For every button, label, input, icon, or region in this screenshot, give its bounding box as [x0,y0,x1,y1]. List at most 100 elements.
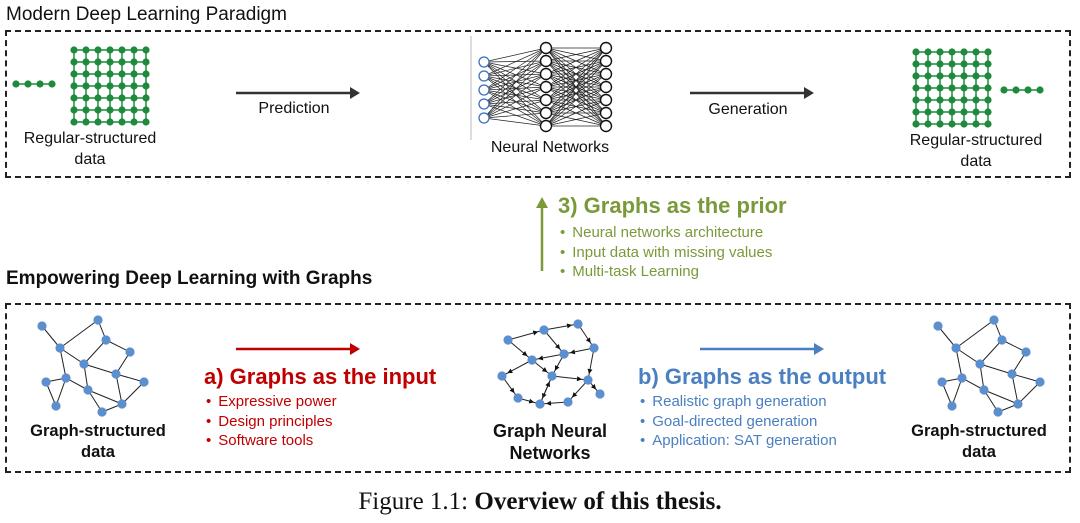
grid-node [130,118,138,126]
graph-edge [951,377,963,407]
grid-node [94,46,102,54]
nn-hidden-node [539,67,553,81]
top-right-label-line1: Regular-structured [909,132,1043,149]
grid-node [972,48,980,56]
grid-node [118,82,126,90]
grid-node [948,120,956,128]
grid-node [984,72,992,80]
grid-node [142,106,150,114]
graph-arrowhead [545,381,550,388]
grid-node [130,46,138,54]
graph-node [957,373,967,383]
nn-edge [545,86,607,127]
graph-arrowhead [585,337,591,344]
grid-node [984,108,992,116]
grid-node [70,94,78,102]
graph-edge [979,339,1003,365]
grid-node [94,70,102,78]
top-left-label-line1: Regular-structured [23,130,157,147]
top-section-title: Modern Deep Learning Paradigm [6,4,287,25]
nn-edge [483,86,547,105]
sequence-node [24,80,32,88]
caption-prefix: Figure 1.1: [358,488,475,515]
graph-node [589,343,599,353]
bottom-right-label-line2: data [962,443,996,461]
nn-output-node [599,67,613,81]
grid-node [960,48,968,56]
grid-node [142,94,150,102]
input-arrow [236,343,360,355]
graph-edge [979,363,1013,375]
grid-node [130,94,138,102]
grid-node [70,70,78,78]
nn-edge [483,117,547,127]
grid-node [130,82,138,90]
grid-node [94,94,102,102]
grid-node [948,108,956,116]
prior-heading: 3) Graphs as the prior [558,193,787,218]
graph-edge [87,389,123,405]
graph-edge [59,319,99,349]
graph-node [993,407,1003,417]
sequence-node [12,80,20,88]
graph-edge [1011,373,1019,405]
graph-node [933,321,943,331]
nn-edge [483,75,547,101]
input-bullet: Expressive power [206,392,336,412]
nn-edge [483,60,547,119]
graph-node [989,315,999,325]
graph-node [1021,347,1031,357]
grid-node [70,118,78,126]
top-left-label-line2: data [74,151,106,168]
grid-node [936,120,944,128]
graph-edge [543,323,579,331]
sequence-node [1000,86,1008,94]
nn-edge [545,73,607,127]
graph-node [535,399,545,409]
nn-edge [483,61,547,127]
grid-node [924,48,932,56]
nn-edge [483,73,547,119]
grid-node [948,96,956,104]
grid-node [118,46,126,54]
graph-node [563,397,573,407]
graph-edge [1011,373,1041,383]
grid-node [106,94,114,102]
graph-edge [539,375,553,405]
generation-label: Generation [708,101,788,118]
grid-node [106,106,114,114]
grid-node [82,106,90,114]
graph-node [79,359,89,369]
gnn-label-line1: Graph Neural [492,421,608,441]
graph-arrowhead [537,355,544,361]
grid-node [924,60,932,68]
grid-node [142,46,150,54]
graph-node [573,319,583,329]
nn-hidden-node [539,80,553,94]
graph-node [111,369,121,379]
gnn-label-line2: Networks [509,443,591,463]
grid-node [82,46,90,54]
graph-node [997,335,1007,345]
grid-node [912,60,920,68]
graph-edge [59,347,85,365]
nn-edge [483,61,547,75]
gnn-graph-icon [497,319,605,409]
graph-edge [567,379,589,403]
graph-node [547,371,557,381]
grid-node [948,60,956,68]
prediction-label: Prediction [258,100,330,117]
grid-node [94,106,102,114]
nn-edge [545,47,607,127]
nn-edge [483,73,547,105]
nn-edge [483,61,547,114]
graph-node [83,385,93,395]
prior-bullet: Multi-task Learning [560,262,772,282]
section-divider [470,36,472,140]
graph-edge [563,347,595,355]
nn-hidden-node [539,41,553,55]
nn-edge [483,75,547,114]
nn-edge [483,73,547,77]
grid-node [936,108,944,116]
graph-arrowhead [521,351,528,357]
